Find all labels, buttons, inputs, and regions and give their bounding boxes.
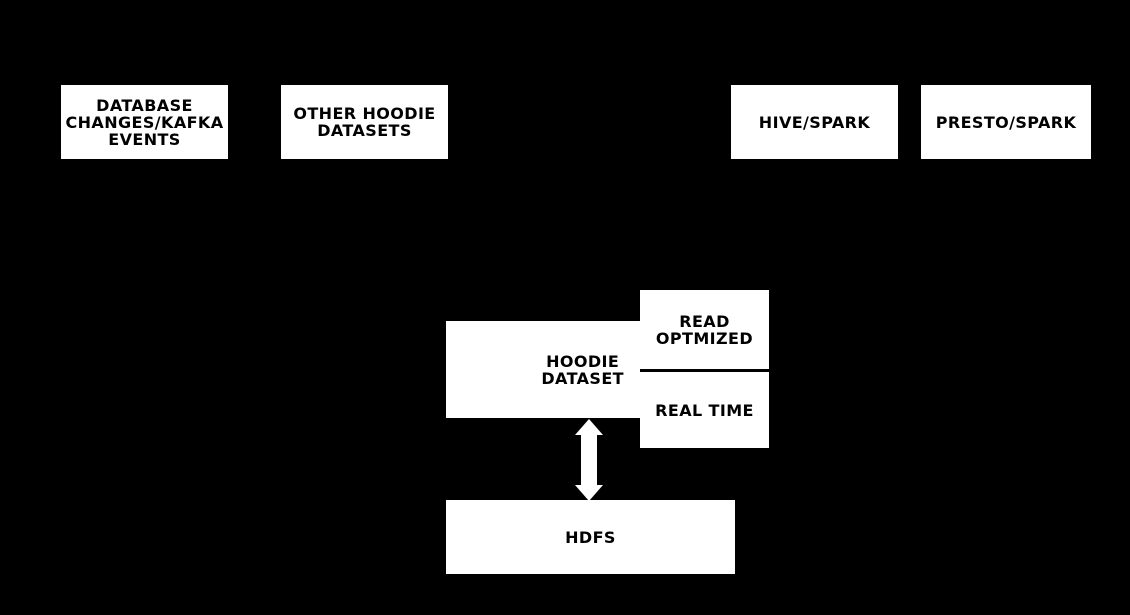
node-label: HIVE/SPARK (758, 112, 871, 132)
node-label: OTHER HOODIE DATASETS (293, 104, 436, 140)
node-database-changes-kafka-events: DATABASE CHANGES/KAFKA EVENTS (61, 85, 228, 159)
node-presto-spark: PRESTO/SPARK (921, 85, 1091, 159)
node-real-time: REAL TIME (640, 372, 769, 448)
node-hdfs: HDFS (446, 500, 735, 574)
node-other-hoodie-datasets: OTHER HOODIE DATASETS (281, 85, 448, 159)
node-hive-spark: HIVE/SPARK (731, 85, 898, 159)
node-hoodie-dataset: HOODIE DATASET (446, 321, 640, 418)
node-label: HDFS (565, 527, 616, 547)
node-label: PRESTO/SPARK (935, 112, 1077, 132)
node-read-optimized: READ OPTMIZED (640, 290, 769, 369)
double-arrow-icon (575, 419, 603, 501)
node-label: HOODIE DATASET (541, 351, 624, 388)
node-label: REAL TIME (655, 400, 754, 420)
node-label: READ OPTMIZED (655, 311, 754, 348)
node-label: DATABASE CHANGES/KAFKA EVENTS (65, 95, 224, 149)
